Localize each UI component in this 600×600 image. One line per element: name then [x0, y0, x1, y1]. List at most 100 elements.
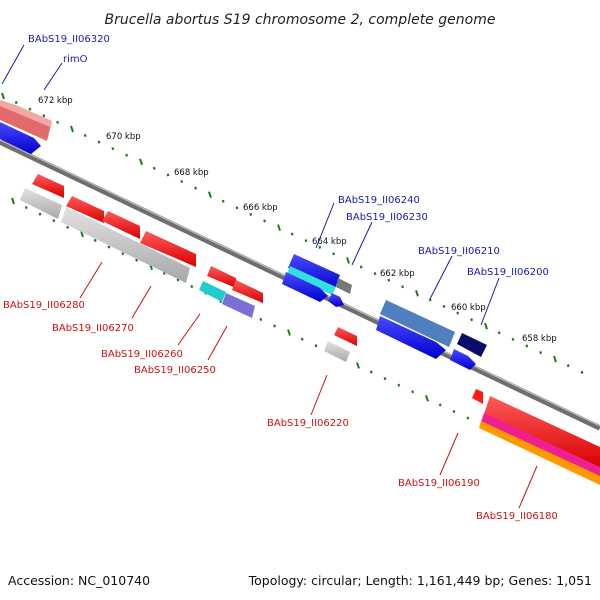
gene-BAbS19_II06250-cds[interactable]	[222, 293, 255, 318]
inner-scale-minor-tick	[38, 212, 42, 216]
outer-scale-major-tick	[1, 92, 5, 100]
gene-BAbS19_II06240-cds[interactable]	[288, 254, 340, 291]
summary-text: Topology: circular; Length: 1,161,449 bp…	[248, 573, 592, 588]
inner-scale-minor-tick	[383, 377, 387, 381]
outer-scale-minor-tick	[470, 318, 474, 322]
leader-rimO	[43, 62, 63, 91]
gene-BAbS19_II06260-cds[interactable]	[207, 266, 236, 288]
leader-BAbS19_II06190	[439, 432, 459, 476]
leader-BAbS19_II06270	[131, 285, 152, 319]
gene-BAbS19_II06190-cds[interactable]	[484, 396, 600, 468]
gene-BAbS19_II06180-cds[interactable]	[479, 421, 600, 485]
label-BAbS19_II06210[interactable]: BAbS19_II06210	[418, 246, 500, 257]
gene-BAbS19_II06230-arrow[interactable]	[328, 293, 344, 307]
inner-scale-minor-tick	[52, 219, 56, 223]
outer-scale-major-tick	[70, 125, 74, 133]
gene-BAbS19_II06210-cds[interactable]	[380, 300, 455, 347]
outer-scale-minor-tick	[249, 212, 253, 216]
gene-labels: BAbS19_II06320 rimO BAbS19_II06240 BAbS1…	[3, 34, 558, 522]
outer-scale-minor-tick	[125, 153, 129, 157]
inner-scale-minor-tick	[411, 390, 415, 394]
label-BAbS19_II06240[interactable]: BAbS19_II06240	[338, 195, 420, 206]
label-BAbS19_II06200[interactable]: BAbS19_II06200	[467, 267, 549, 278]
tick-label-658: 658 kbp	[522, 334, 557, 344]
inner-scale-major-tick	[356, 362, 360, 369]
gene-BAbS19_II06200-arrow[interactable]	[450, 349, 476, 370]
outer-scale-major-tick	[553, 355, 557, 363]
label-BAbS19_II06280[interactable]: BAbS19_II06280	[3, 300, 85, 311]
gene-BAbS19_II06200-cds[interactable]	[457, 333, 487, 357]
label-BAbS19_II06260[interactable]: BAbS19_II06260	[101, 349, 183, 360]
inner-scale-minor-tick	[190, 284, 194, 289]
inner-scale-minor-tick	[121, 252, 125, 256]
label-rimO[interactable]: rimO	[63, 54, 88, 65]
leader-BAbS19_II06200	[480, 277, 500, 326]
outer-scale-minor-tick	[566, 364, 570, 368]
gene-BAbS19_II06240-cyan[interactable]	[287, 266, 336, 295]
gene-BAbS19_II06260-cyan[interactable]	[199, 281, 226, 302]
label-BAbS19_II06230[interactable]: BAbS19_II06230	[346, 212, 428, 223]
outer-scale-minor-tick	[539, 350, 543, 355]
outer-scale-minor-tick	[525, 344, 529, 348]
outer-scale-minor-tick	[290, 232, 294, 236]
outer-scale-minor-tick	[359, 265, 363, 269]
leader-BAbS19_II06280	[79, 261, 103, 299]
inner-scale-major-tick	[425, 395, 429, 402]
accession-text: Accession: NC_010740	[8, 573, 150, 588]
gene-BAbS19_II06220-gray[interactable]	[324, 341, 350, 362]
inner-scale-minor-tick	[24, 206, 28, 210]
map-title: Brucella abortus S19 chromosome 2, compl…	[105, 12, 496, 28]
inner-scale-minor-tick	[107, 245, 111, 249]
outer-scale-minor-tick	[235, 206, 239, 210]
outer-scale-major-tick	[415, 290, 419, 297]
label-BAbS19_II06220[interactable]: BAbS19_II06220	[267, 418, 349, 429]
outer-scale-minor-tick	[401, 285, 405, 289]
outer-scale-minor-tick	[180, 179, 184, 184]
gene-small-red[interactable]	[472, 389, 483, 404]
tick-label-670: 670 kbp	[106, 132, 141, 142]
label-BAbS19_II06250[interactable]: BAbS19_II06250	[134, 365, 216, 376]
outer-scale-minor-tick	[152, 166, 156, 170]
outer-scale-minor-tick	[263, 219, 267, 223]
label-BAbS19_II06320[interactable]: BAbS19_II06320	[28, 34, 110, 45]
gene-red-1[interactable]	[66, 196, 104, 223]
outer-scale-minor-tick	[304, 239, 308, 243]
leader-BAbS19_II06260	[177, 313, 201, 346]
gene-BAbS19_II06280-gray[interactable]	[20, 188, 62, 219]
outer-scale-minor-tick	[42, 114, 46, 118]
gene-BAbS19_II06210-arrow[interactable]	[376, 316, 446, 359]
inner-scale-minor-tick	[300, 337, 304, 341]
gene-BAbS19_II06220-cds[interactable]	[334, 327, 357, 346]
gene-BAbS19_II06270-cds[interactable]	[140, 231, 196, 267]
gene-BAbS19_II06320-cds[interactable]	[0, 122, 41, 154]
outer-scale-minor-tick	[97, 140, 101, 144]
gene-BAbS19_II06280-cds[interactable]	[32, 174, 64, 198]
inner-scale-minor-tick	[369, 370, 373, 374]
leader-BAbS19_II06320-blue	[1, 44, 25, 85]
outer-scale-major-tick	[139, 158, 143, 166]
outer-scale-minor-tick	[332, 252, 336, 256]
gene-red-2[interactable]	[102, 211, 140, 239]
outer-scale-minor-tick	[456, 311, 460, 315]
gene-BAbS19_II06190-pink[interactable]	[481, 413, 600, 478]
outer-scale-major-tick	[346, 257, 350, 264]
outer-scale-minor-tick	[166, 173, 170, 177]
label-BAbS19_II06180[interactable]: BAbS19_II06180	[476, 511, 558, 522]
inner-scale-minor-tick	[93, 238, 97, 243]
gene-BAbS19_II06230-cds[interactable]	[336, 278, 352, 294]
leader-BAbS19_II06240	[315, 202, 335, 249]
label-BAbS19_II06190[interactable]: BAbS19_II06190	[398, 478, 480, 489]
gene-red-3[interactable]	[232, 280, 263, 303]
inner-scale-minor-tick	[66, 225, 70, 229]
inner-scale-minor-tick	[176, 278, 180, 282]
outer-scale-minor-tick	[373, 272, 377, 276]
inner-scale-minor-tick	[438, 403, 442, 407]
outer-scale-minor-tick	[318, 245, 322, 249]
outer-scale-minor-tick	[387, 278, 391, 282]
gene-BAbS19_II06240-arrow[interactable]	[282, 272, 328, 302]
inner-scale-minor-tick	[466, 416, 470, 420]
leader-BAbS19_II06250	[207, 325, 228, 361]
gene-BAbS19_II06270-gray[interactable]	[61, 207, 190, 283]
label-BAbS19_II06270[interactable]: BAbS19_II06270	[52, 323, 134, 334]
